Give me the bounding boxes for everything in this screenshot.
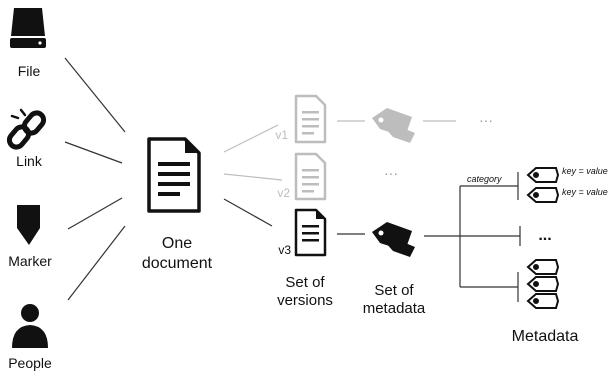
source-connectors xyxy=(64,57,126,301)
key-value-1: key = value xyxy=(562,166,608,176)
marker-pin-icon xyxy=(17,205,40,245)
metadata-set-caption-line1: Set of xyxy=(374,282,414,299)
version-connectors xyxy=(223,124,283,227)
tag-icon-small-5 xyxy=(526,293,560,309)
versions-caption-line1: Set of xyxy=(285,274,325,291)
version-v2-label: v2 xyxy=(277,186,290,200)
metadata-ellipsis: ... xyxy=(538,227,551,244)
key-value-2: key = value xyxy=(562,187,608,197)
document-label-line2: document xyxy=(142,255,213,272)
version-v3-icon xyxy=(294,208,327,257)
document-label-line1: One xyxy=(162,235,192,252)
people-connector xyxy=(67,225,126,301)
versions-caption-line2: versions xyxy=(277,292,333,309)
version-v2-icon xyxy=(294,152,327,201)
version-v1-label: v1 xyxy=(275,128,288,142)
file-connector xyxy=(64,57,126,133)
metadata-set-caption-line2: metadata xyxy=(363,300,426,317)
document-icon xyxy=(147,137,201,213)
category-label: category xyxy=(467,174,502,184)
chain-link-icon xyxy=(6,108,47,150)
tag-icon-small-1 xyxy=(526,167,560,183)
v1-metadata-ellipsis: ··· xyxy=(479,112,493,128)
link-label: Link xyxy=(16,153,43,169)
link-connector xyxy=(64,141,123,164)
v3-connector xyxy=(223,198,273,227)
marker-connector xyxy=(67,197,123,230)
tag-icon-v3 xyxy=(372,222,415,257)
file-label: File xyxy=(18,63,41,79)
tag-icon-small-2 xyxy=(526,187,560,203)
metadata-tree xyxy=(424,172,521,302)
tag-icon-small-3 xyxy=(526,259,560,275)
v2-metadata-ellipsis: ··· xyxy=(384,165,398,181)
marker-label: Marker xyxy=(8,253,52,269)
tag-icon-v1 xyxy=(372,108,415,143)
version-v1-icon xyxy=(294,94,327,144)
v2-connector xyxy=(223,173,283,181)
people-label: People xyxy=(8,355,52,371)
person-icon xyxy=(12,304,48,348)
v1-connector xyxy=(223,124,279,153)
metadata-caption: Metadata xyxy=(512,328,579,345)
version-v3-label: v3 xyxy=(278,243,291,257)
tag-icon-small-4 xyxy=(526,276,560,292)
hard-drive-icon xyxy=(10,8,46,48)
